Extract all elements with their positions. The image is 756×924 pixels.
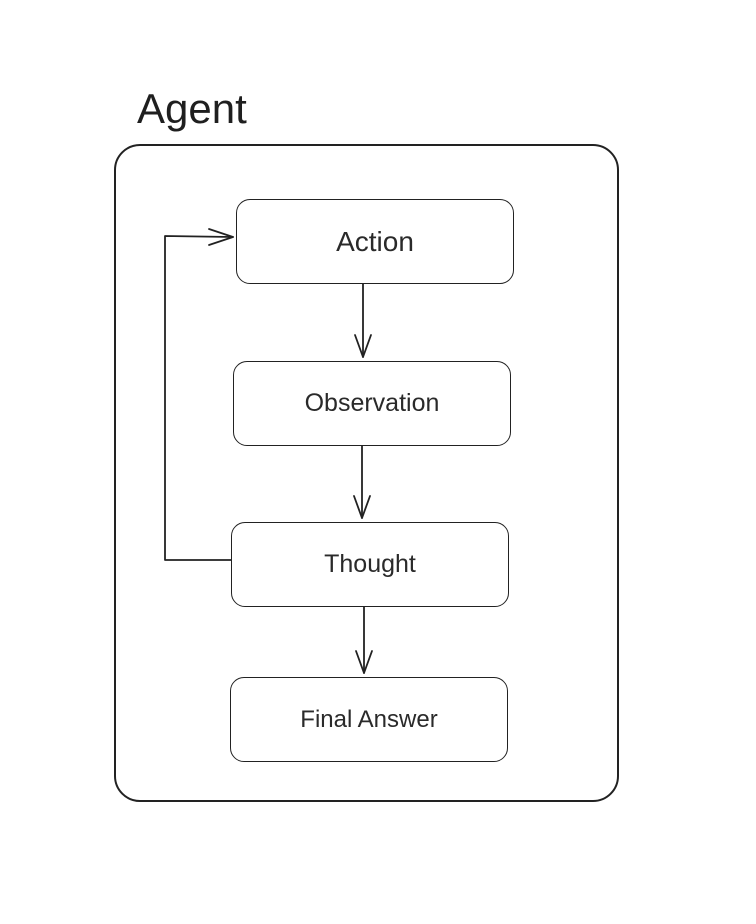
action-label: Action: [336, 225, 414, 257]
agent-container: [114, 144, 619, 802]
final-answer-node: Final Answer: [230, 677, 508, 762]
thought-label: Thought: [324, 550, 416, 578]
final-answer-label: Final Answer: [300, 705, 438, 733]
observation-label: Observation: [304, 389, 440, 417]
observation-node: Observation: [233, 361, 511, 446]
agent-title: Agent: [137, 85, 247, 132]
action-node: Action: [236, 199, 514, 284]
thought-node: Thought: [231, 522, 509, 607]
